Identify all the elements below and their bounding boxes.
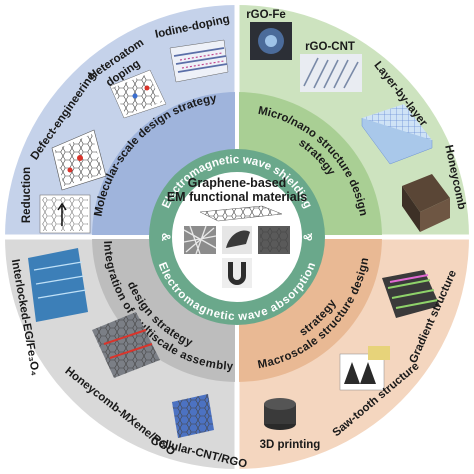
- center-title-line2: EM functional materials: [167, 190, 307, 204]
- label-3d-printing: 3D printing: [260, 439, 321, 451]
- sponge-block-image: [258, 226, 290, 254]
- ampersand-left: &: [159, 233, 171, 241]
- ampersand-right: &: [303, 233, 315, 241]
- center-title-line1: Graphene-based: [188, 176, 287, 190]
- graphene-sheet-image: [199, 205, 283, 222]
- layer-by-layer-image: [361, 104, 433, 165]
- honeycomb-image: [402, 174, 450, 232]
- rgo-fe-image: [250, 22, 292, 60]
- saw-tooth-structure-image: [339, 346, 390, 391]
- interlocked-eg-fe3o4-image: [28, 248, 88, 322]
- 3d-printing-image: [264, 398, 296, 430]
- rgo-cnt-image: [300, 54, 362, 92]
- label-rgo-cnt: rGO-CNT: [305, 41, 355, 53]
- defect-engineering-image: [51, 129, 107, 191]
- fiber-network-image: [183, 225, 217, 255]
- label-rgo-fe: rGO-Fe: [246, 9, 286, 21]
- heteroatom-doping-image: [109, 69, 167, 119]
- cellular-cnt-rgo-image: [172, 394, 214, 438]
- horseshoe-magnet-image: [222, 258, 252, 288]
- gradient-structure-image: [382, 270, 440, 318]
- honeycomb-mxene-rgo-image: [92, 312, 160, 378]
- reduction-image: [39, 194, 91, 234]
- iodine-doping-image: [169, 39, 229, 83]
- foam-piece-image: [222, 226, 252, 254]
- label-reduction: Reduction: [21, 167, 33, 223]
